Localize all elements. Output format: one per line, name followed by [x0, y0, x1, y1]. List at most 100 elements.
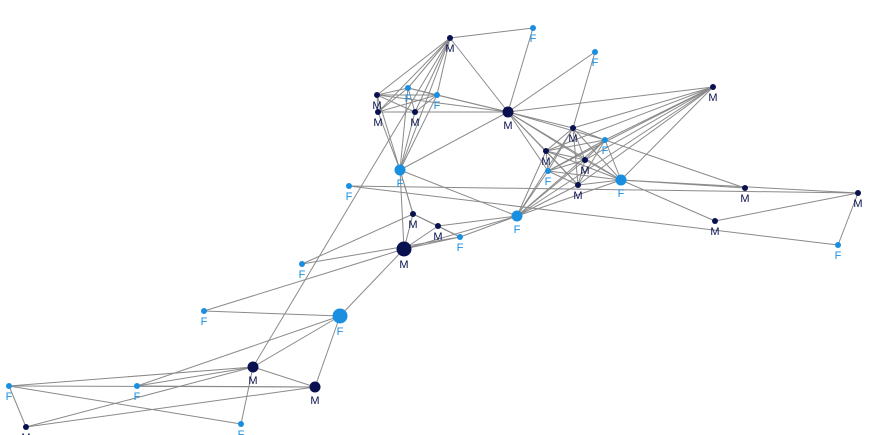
node-n7[interactable]: M — [373, 109, 383, 129]
edge-n21-n22 — [837, 192, 859, 246]
node-dot-female[interactable] — [457, 234, 463, 240]
node-dot-female[interactable] — [6, 383, 12, 389]
node-dot-male[interactable] — [582, 157, 588, 163]
node-dot-female[interactable] — [835, 242, 841, 248]
node-dot-female[interactable] — [332, 308, 348, 324]
node-n21[interactable]: M — [853, 190, 863, 210]
node-n33[interactable]: M — [309, 381, 321, 408]
node-dot-male[interactable] — [855, 190, 861, 196]
node-n13[interactable]: M — [541, 148, 551, 168]
node-n29[interactable]: F — [299, 261, 306, 281]
node-dot-male[interactable] — [502, 106, 514, 118]
node-dot-female[interactable] — [434, 92, 440, 98]
node-n3[interactable]: F — [592, 49, 599, 69]
node-label: M — [710, 226, 719, 238]
node-n31[interactable]: F — [332, 308, 348, 339]
node-dot-female[interactable] — [394, 164, 406, 176]
node-dot-male[interactable] — [412, 109, 418, 115]
node-dot-male[interactable] — [543, 148, 549, 154]
edge-n1-n9 — [449, 37, 509, 113]
node-dot-female[interactable] — [615, 174, 627, 186]
node-dot-female[interactable] — [511, 210, 523, 222]
node-n32[interactable]: M — [247, 361, 259, 388]
edge-n15-n27 — [516, 170, 549, 217]
node-n2[interactable]: F — [530, 25, 537, 45]
edge-n5-n17 — [399, 87, 409, 171]
node-n16[interactable]: M — [573, 182, 583, 202]
node-dot-female[interactable] — [346, 183, 352, 189]
edge-n21-n20 — [714, 192, 859, 222]
node-dot-male[interactable] — [575, 182, 581, 188]
node-n24[interactable]: M — [408, 211, 418, 231]
node-n22[interactable]: F — [835, 242, 842, 262]
node-dot-male[interactable] — [570, 125, 576, 131]
node-n34[interactable]: F — [134, 383, 141, 403]
node-label: M — [573, 190, 582, 202]
node-n12[interactable]: F — [602, 137, 609, 157]
node-n20[interactable]: M — [710, 218, 720, 238]
node-n37[interactable]: F — [238, 421, 245, 435]
node-n5[interactable]: F — [405, 85, 412, 105]
node-dot-male[interactable] — [742, 185, 748, 191]
node-dot-female[interactable] — [530, 25, 536, 31]
edge-n11-n14 — [572, 127, 586, 161]
edge-n32-n35 — [8, 366, 254, 387]
node-dot-male[interactable] — [375, 109, 381, 115]
node-dot-male[interactable] — [410, 211, 416, 217]
node-dot-female[interactable] — [545, 168, 551, 174]
node-n6[interactable]: F — [434, 92, 441, 112]
node-n10[interactable]: M — [708, 84, 718, 104]
node-n14[interactable]: M — [580, 157, 590, 177]
node-dot-female[interactable] — [592, 49, 598, 55]
node-label: F — [835, 250, 842, 262]
node-n17[interactable]: F — [394, 164, 406, 191]
node-n15[interactable]: F — [545, 168, 552, 188]
edge-n1-n7 — [377, 37, 451, 113]
node-n19[interactable]: M — [740, 185, 750, 205]
node-n23[interactable]: F — [346, 183, 353, 203]
edge-n12-n16 — [577, 139, 606, 186]
node-dot-female[interactable] — [405, 85, 411, 91]
edge-n14-n27 — [516, 159, 586, 217]
node-n26[interactable]: F — [457, 234, 464, 254]
node-n4[interactable]: M — [372, 92, 382, 112]
node-label: M — [408, 219, 417, 231]
node-label: M — [21, 432, 30, 435]
node-dot-male[interactable] — [396, 241, 412, 257]
edge-n9-n10 — [507, 86, 714, 113]
node-dot-female[interactable] — [602, 137, 608, 143]
node-n9[interactable]: M — [502, 106, 514, 133]
edge-n7-n17 — [377, 111, 401, 171]
node-n35[interactable]: F — [6, 383, 13, 403]
edge-n27-n25 — [437, 215, 518, 227]
node-n30[interactable]: F — [201, 308, 208, 328]
node-label: F — [545, 176, 552, 188]
node-dot-female[interactable] — [299, 261, 305, 267]
edge-n11-n27 — [516, 127, 574, 217]
node-dot-male[interactable] — [447, 35, 453, 41]
node-n18[interactable]: F — [615, 174, 627, 201]
node-n1[interactable]: M — [445, 35, 455, 55]
node-n36[interactable]: M — [21, 424, 31, 435]
node-dot-female[interactable] — [134, 383, 140, 389]
node-n28[interactable]: M — [396, 241, 412, 272]
node-dot-male[interactable] — [710, 84, 716, 90]
node-n8[interactable]: M — [410, 109, 420, 129]
node-n25[interactable]: M — [433, 223, 443, 243]
edge-n14-n15 — [547, 159, 586, 172]
node-dot-female[interactable] — [238, 421, 244, 427]
node-dot-male[interactable] — [435, 223, 441, 229]
node-dot-male[interactable] — [712, 218, 718, 224]
node-dot-male[interactable] — [23, 424, 29, 430]
edge-n11-n13 — [545, 127, 574, 152]
node-dot-male[interactable] — [309, 381, 321, 393]
node-label: F — [434, 100, 441, 112]
node-n27[interactable]: F — [511, 210, 523, 237]
node-dot-male[interactable] — [374, 92, 380, 98]
node-dot-female[interactable] — [201, 308, 207, 314]
node-label: F — [602, 145, 609, 157]
node-layer: MFFMFFMMMMMFMMFMFFMMMFFMMFFMFFFMMFFMF — [6, 25, 863, 435]
node-dot-male[interactable] — [247, 361, 259, 373]
node-n11[interactable]: M — [568, 125, 578, 145]
edge-n1-n5 — [407, 37, 451, 89]
